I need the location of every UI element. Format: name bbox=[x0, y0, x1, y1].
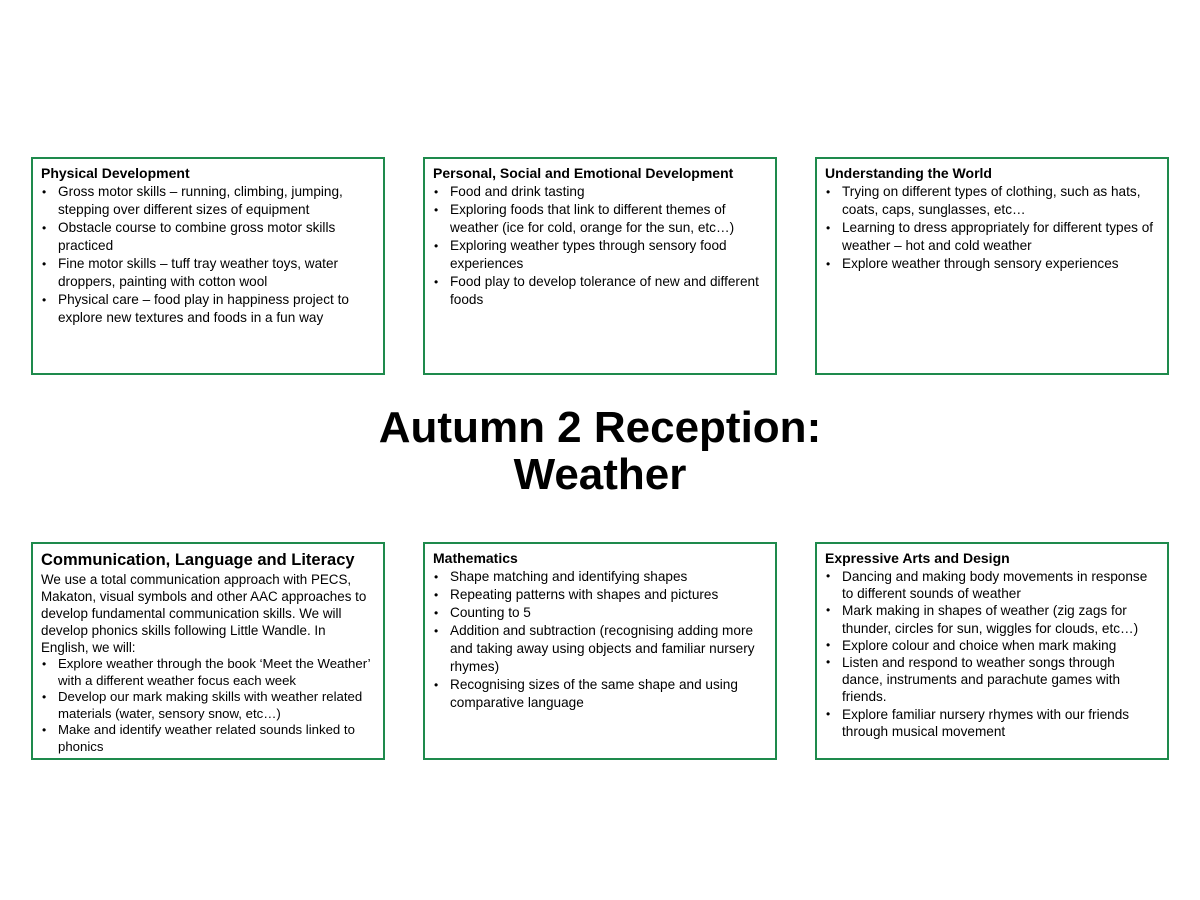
bullet-list: Trying on different types of clothing, s… bbox=[825, 183, 1159, 273]
list-item: Explore familiar nursery rhymes with our… bbox=[825, 706, 1159, 740]
page-title-line-1: Autumn 2 Reception: bbox=[378, 403, 822, 452]
list-item: Mark making in shapes of weather (zig za… bbox=[825, 602, 1159, 636]
list-item: Recognising sizes of the same shape and … bbox=[433, 676, 767, 712]
list-item: Counting to 5 bbox=[433, 604, 767, 622]
list-item: Develop our mark making skills with weat… bbox=[41, 689, 375, 722]
expressive-arts-design-box: Expressive Arts and Design Dancing and m… bbox=[815, 542, 1169, 760]
list-item: Learning to dress appropriately for diff… bbox=[825, 219, 1159, 255]
list-item: Trying on different types of clothing, s… bbox=[825, 183, 1159, 219]
box-heading: Mathematics bbox=[433, 550, 518, 566]
list-item: Physical care – food play in happiness p… bbox=[41, 291, 375, 327]
bullet-list: Dancing and making body movements in res… bbox=[825, 568, 1159, 740]
page-title: Autumn 2 Reception: Weather bbox=[300, 404, 900, 498]
bullet-list: Explore weather through the book ‘Meet t… bbox=[41, 656, 375, 756]
list-item: Explore colour and choice when mark maki… bbox=[825, 637, 1159, 654]
list-item: Food and drink tasting bbox=[433, 183, 767, 201]
box-intro-text: We use a total communication approach wi… bbox=[41, 572, 367, 655]
list-item: Fine motor skills – tuff tray weather to… bbox=[41, 255, 375, 291]
psed-box: Personal, Social and Emotional Developme… bbox=[423, 157, 777, 375]
box-heading: Personal, Social and Emotional Developme… bbox=[433, 165, 734, 181]
bullet-list: Gross motor skills – running, climbing, … bbox=[41, 183, 375, 327]
list-item: Shape matching and identifying shapes bbox=[433, 568, 767, 586]
mathematics-box: Mathematics Shape matching and identifyi… bbox=[423, 542, 777, 760]
bullet-list: Food and drink tasting Exploring foods t… bbox=[433, 183, 767, 309]
box-heading: Communication, Language and Literacy bbox=[41, 551, 355, 569]
list-item: Make and identify weather related sounds… bbox=[41, 722, 375, 755]
list-item: Explore weather through sensory experien… bbox=[825, 255, 1159, 273]
page-title-line-2: Weather bbox=[513, 450, 687, 499]
list-item: Repeating patterns with shapes and pictu… bbox=[433, 586, 767, 604]
box-heading: Physical Development bbox=[41, 165, 190, 181]
box-heading: Understanding the World bbox=[825, 165, 992, 181]
box-heading: Expressive Arts and Design bbox=[825, 550, 1010, 566]
bullet-list: Shape matching and identifying shapes Re… bbox=[433, 568, 767, 712]
physical-development-box: Physical Development Gross motor skills … bbox=[31, 157, 385, 375]
list-item: Food play to develop tolerance of new an… bbox=[433, 273, 767, 309]
list-item: Exploring foods that link to different t… bbox=[433, 201, 767, 237]
communication-language-literacy-box: Communication, Language and Literacy We … bbox=[31, 542, 385, 760]
list-item: Gross motor skills – running, climbing, … bbox=[41, 183, 375, 219]
list-item: Obstacle course to combine gross motor s… bbox=[41, 219, 375, 255]
list-item: Dancing and making body movements in res… bbox=[825, 568, 1159, 602]
list-item: Explore weather through the book ‘Meet t… bbox=[41, 656, 375, 689]
list-item: Listen and respond to weather songs thro… bbox=[825, 654, 1159, 706]
understanding-the-world-box: Understanding the World Trying on differ… bbox=[815, 157, 1169, 375]
list-item: Addition and subtraction (recognising ad… bbox=[433, 622, 767, 676]
list-item: Exploring weather types through sensory … bbox=[433, 237, 767, 273]
